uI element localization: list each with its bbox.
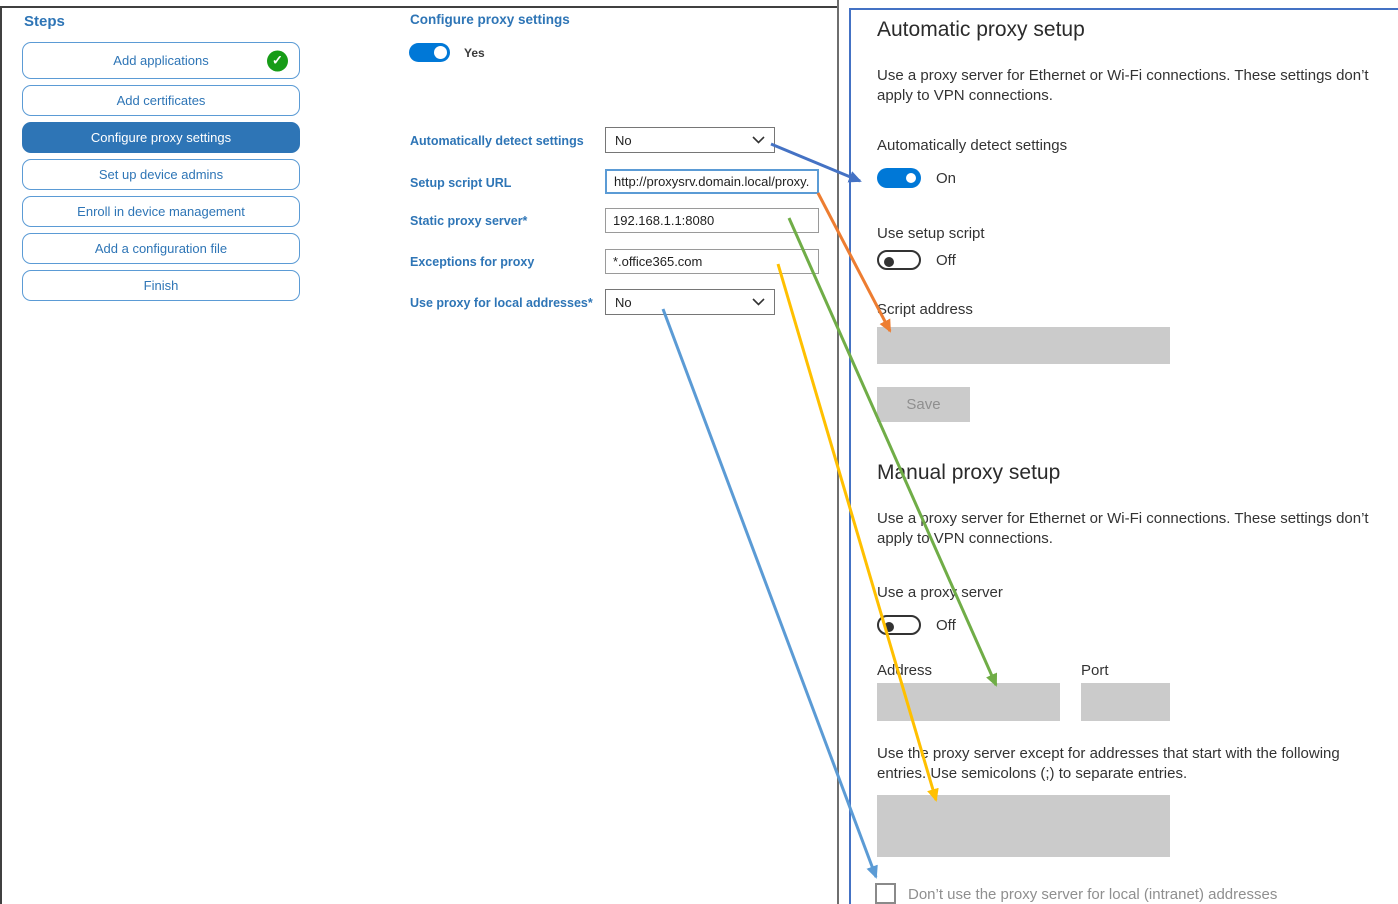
step-button-add-certificates[interactable]: Add certificates xyxy=(22,85,300,116)
configure-proxy-toggle[interactable] xyxy=(409,43,450,62)
field-label-automatically-detect-settings: Automatically detect settings xyxy=(410,134,584,148)
toggle-knob xyxy=(884,622,894,632)
port-label: Port xyxy=(1081,662,1109,679)
use-proxy-server-toggle-state: Off xyxy=(936,616,956,634)
detect-settings-toggle[interactable] xyxy=(877,168,921,188)
step-label: Add a configuration file xyxy=(94,241,228,256)
automatic-proxy-description: Use a proxy server for Ethernet or Wi-Fi… xyxy=(877,67,1369,104)
exceptions-textarea[interactable] xyxy=(877,795,1170,857)
step-button-add-applications[interactable]: Add applications ✓ xyxy=(22,42,300,79)
field-label-exceptions-for-proxy: Exceptions for proxy xyxy=(410,255,535,269)
setup-script-url-input[interactable] xyxy=(605,169,819,194)
static-proxy-server-input[interactable] xyxy=(605,208,819,233)
local-addresses-checkbox-label: Don’t use the proxy server for local (in… xyxy=(908,886,1278,903)
exceptions-instruction: Use the proxy server except for addresse… xyxy=(877,745,1340,782)
detect-settings-label: Automatically detect settings xyxy=(877,137,1068,154)
field-label-static-proxy-server: Static proxy server* xyxy=(410,214,528,228)
detect-settings-toggle-state: On xyxy=(936,169,957,187)
select-value: No xyxy=(615,132,632,148)
use-setup-script-toggle-state: Off xyxy=(936,251,956,269)
manual-proxy-setup-heading: Manual proxy setup xyxy=(877,461,1061,484)
field-label-setup-script-url: Setup script URL xyxy=(410,176,512,190)
use-proxy-server-label: Use a proxy server xyxy=(877,584,1003,601)
local-addresses-checkbox[interactable] xyxy=(875,883,896,904)
step-label: Finish xyxy=(143,278,179,293)
port-input[interactable] xyxy=(1081,683,1170,721)
window-top-border xyxy=(0,6,839,8)
script-address-input[interactable] xyxy=(877,327,1170,364)
save-button[interactable]: Save xyxy=(877,387,970,422)
use-proxy-server-toggle[interactable] xyxy=(877,615,921,635)
step-button-enroll-in-device-management[interactable]: Enroll in device management xyxy=(22,196,300,227)
step-label: Add applications xyxy=(113,53,209,68)
automatically-detect-settings-select[interactable]: No xyxy=(605,127,775,153)
settings-panel-top-border xyxy=(849,8,1398,10)
window-left-border xyxy=(0,6,2,904)
address-label: Address xyxy=(877,662,933,679)
manual-proxy-description: Use a proxy server for Ethernet or Wi-Fi… xyxy=(877,510,1369,547)
step-button-set-up-device-admins[interactable]: Set up device admins xyxy=(22,159,300,190)
toggle-knob xyxy=(906,173,916,183)
use-proxy-for-local-addresses-select[interactable]: No xyxy=(605,289,775,315)
field-label-use-proxy-for-local-addresses: Use proxy for local addresses* xyxy=(410,296,593,310)
vertical-divider xyxy=(837,0,839,904)
configure-proxy-toggle-state: Yes xyxy=(464,45,485,60)
chevron-down-icon xyxy=(752,298,765,306)
chevron-down-icon xyxy=(752,136,765,144)
address-input[interactable] xyxy=(877,683,1060,721)
step-button-finish[interactable]: Finish xyxy=(22,270,300,301)
select-value: No xyxy=(615,294,632,310)
use-setup-script-label: Use setup script xyxy=(877,225,985,242)
script-address-label: Script address xyxy=(877,301,973,318)
exceptions-for-proxy-input[interactable] xyxy=(605,249,819,274)
steps-list: Add applications ✓ Add certificates Conf… xyxy=(22,42,300,301)
step-button-add-a-configuration-file[interactable]: Add a configuration file xyxy=(22,233,300,264)
toggle-knob xyxy=(434,46,447,59)
step-button-configure-proxy-settings[interactable]: Configure proxy settings xyxy=(22,122,300,153)
use-setup-script-toggle[interactable] xyxy=(877,250,921,270)
steps-title: Steps xyxy=(24,13,65,30)
step-label: Set up device admins xyxy=(98,167,224,182)
step-label: Add certificates xyxy=(116,93,206,108)
step-label: Configure proxy settings xyxy=(90,130,232,145)
automatic-proxy-setup-heading: Automatic proxy setup xyxy=(877,18,1085,41)
arrow-local-addresses xyxy=(661,308,878,879)
completed-check-icon: ✓ xyxy=(267,50,288,71)
settings-panel-left-border xyxy=(849,8,851,904)
toggle-knob xyxy=(884,257,894,267)
form-title: Configure proxy settings xyxy=(410,12,570,27)
step-label: Enroll in device management xyxy=(77,204,245,219)
